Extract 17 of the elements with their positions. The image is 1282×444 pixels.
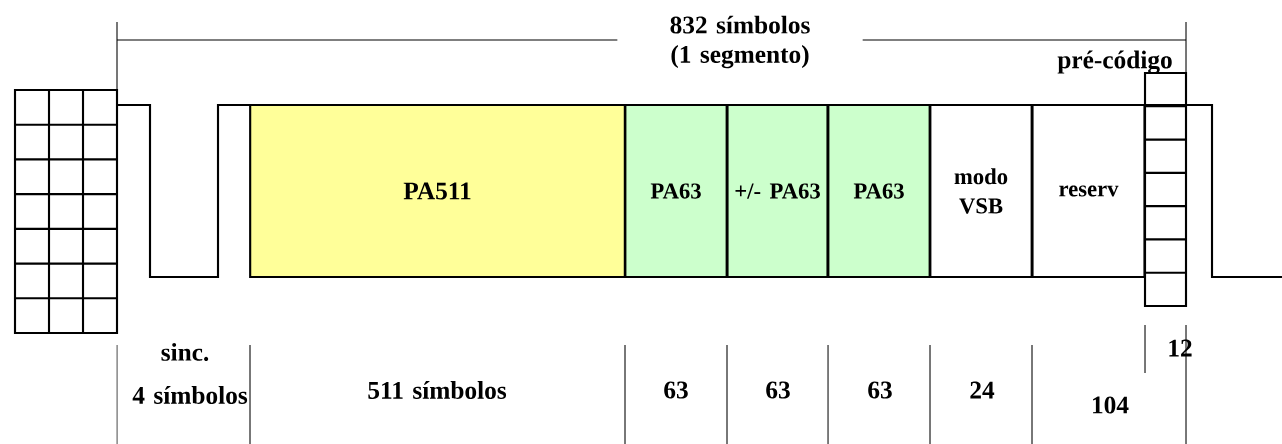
- dimension-label: 832 símbolos (1 segmento): [617, 13, 863, 71]
- dimension-label: 63: [868, 381, 892, 399]
- segment-box: PA63: [827, 103, 931, 279]
- dimension-label: 511 símbolos: [368, 381, 507, 399]
- dimension-label: 63: [664, 381, 688, 399]
- segment-box: modo VSB: [929, 103, 1033, 279]
- dimension-label: 12: [1169, 339, 1192, 357]
- dimension-label: sinc.: [161, 343, 209, 361]
- dimension-label: 63: [766, 381, 790, 399]
- segment-box: reserv: [1031, 103, 1146, 279]
- segment-box: PA511: [249, 103, 626, 279]
- segment-box: +/- PA63: [726, 103, 829, 279]
- dimension-label: 24: [970, 381, 995, 399]
- node-label: pré-código: [1057, 50, 1172, 74]
- segment-box: PA63: [624, 103, 728, 279]
- dimension-label: 4 símbolos: [132, 386, 248, 404]
- dimension-label: 104: [1093, 396, 1129, 414]
